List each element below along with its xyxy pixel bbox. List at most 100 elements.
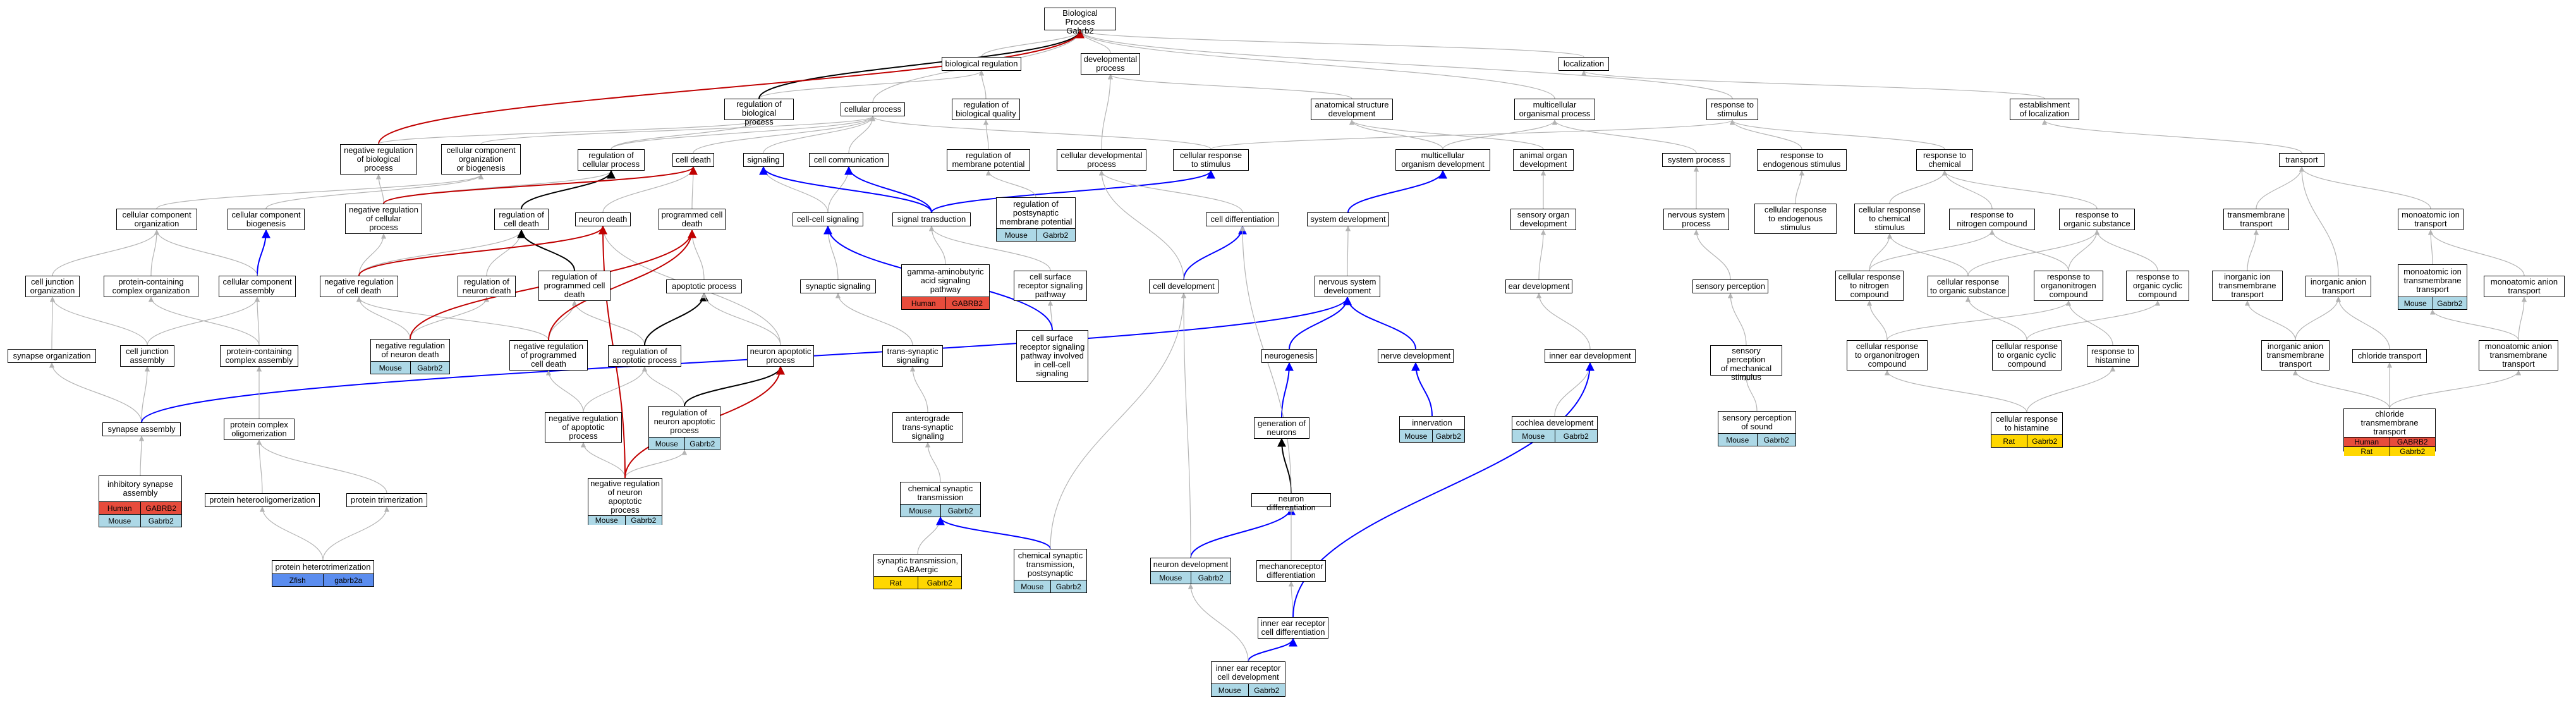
node-cellular-response-to-nitrogen-compound[interactable]: cellular response to nitrogen compound — [1835, 271, 1904, 301]
node-cellular-response-to-chemical-stimulus[interactable]: cellular response to chemical stimulus — [1854, 204, 1925, 234]
node-cell-surface-receptor-signaling-pathway-cell-cell[interactable]: cell surface receptor signaling pathway … — [1016, 330, 1088, 382]
node-regulation-of-biological-quality[interactable]: regulation of biological quality — [952, 99, 1020, 120]
node-signal-transduction[interactable]: signal transduction — [892, 212, 971, 226]
node-cell-development[interactable]: cell development — [1149, 279, 1218, 293]
node-programmed-cell-death[interactable]: programmed cell death — [659, 209, 726, 230]
node-inner-ear-receptor-cell-differentiation[interactable]: inner ear receptor cell differentiation — [1258, 617, 1328, 639]
node-generation-of-neurons[interactable]: generation of neurons — [1254, 417, 1309, 439]
node-ear-development[interactable]: ear development — [1505, 279, 1572, 293]
node-cellular-response-to-stimulus[interactable]: cellular response to stimulus — [1173, 149, 1249, 171]
node-response-to-stimulus[interactable]: response to stimulus — [1706, 99, 1758, 120]
node-transport[interactable]: transport — [2279, 153, 2324, 167]
node-regulation-of-programmed-cell-death[interactable]: regulation of programmed cell death — [538, 271, 611, 301]
node-cell-cell-signaling[interactable]: cell-cell signaling — [793, 212, 863, 226]
node-cellular-component-assembly[interactable]: cellular component assembly — [219, 276, 296, 297]
node-neuron-apoptotic-process[interactable]: neuron apoptotic process — [747, 345, 814, 367]
node-inner-ear-development[interactable]: inner ear development — [1545, 349, 1636, 363]
node-cellular-response-to-endogenous-stimulus[interactable]: cellular response to endogenous stimulus — [1754, 204, 1837, 234]
node-cell-junction-organization[interactable]: cell junction organization — [25, 276, 80, 297]
node-response-to-chemical[interactable]: response to chemical — [1916, 149, 1973, 171]
node-cellular-response-to-organonitrogen-compound[interactable]: cellular response to organonitrogen comp… — [1847, 340, 1928, 371]
node-developmental-process[interactable]: developmental process — [1081, 53, 1140, 75]
node-cellular-component-biogenesis[interactable]: cellular component biogenesis — [228, 209, 305, 230]
node-response-to-nitrogen-compound[interactable]: response to nitrogen compound — [1949, 209, 2035, 230]
node-apoptotic-process[interactable]: apoptotic process — [666, 279, 742, 293]
node-establishment-of-localization[interactable]: establishment of localization — [2010, 99, 2079, 120]
node-regulation-of-apoptotic-process[interactable]: regulation of apoptotic process — [608, 345, 681, 367]
node-protein-trimerization[interactable]: protein trimerization — [346, 493, 427, 507]
node-response-to-endogenous-stimulus[interactable]: response to endogenous stimulus — [1757, 149, 1847, 171]
node-gamma-aminobutyric-acid-signaling-pathway[interactable]: gamma-aminobutyric acid signaling pathwa… — [901, 264, 990, 310]
node-monoatomic-ion-transport[interactable]: monoatomic ion transport — [2398, 209, 2464, 230]
node-synapse-organization[interactable]: synapse organization — [8, 349, 96, 363]
node-regulation-of-cellular-process[interactable]: regulation of cellular process — [578, 149, 645, 171]
node-cellular-response-to-organic-substance[interactable]: cellular response to organic substance — [1928, 276, 2008, 297]
node-system-process[interactable]: system process — [1662, 153, 1730, 167]
node-cellular-component-organization-or-biogenesis[interactable]: cellular component organization or bioge… — [441, 144, 521, 175]
node-inorganic-anion-transmembrane-transport[interactable]: inorganic anion transmembrane transport — [2261, 340, 2330, 371]
node-neurogenesis[interactable]: neurogenesis — [1261, 349, 1317, 363]
node-anatomical-structure-development[interactable]: anatomical structure development — [1311, 99, 1393, 120]
node-biological-regulation[interactable]: biological regulation — [942, 57, 1021, 71]
node-localization[interactable]: localization — [1558, 57, 1609, 71]
node-sensory-organ-development[interactable]: sensory organ development — [1510, 209, 1576, 230]
node-protein-heterooligomerization[interactable]: protein heterooligomerization — [205, 493, 320, 507]
node-monoatomic-anion-transport[interactable]: monoatomic anion transport — [2484, 276, 2565, 297]
node-cellular-response-to-organic-cyclic-compound[interactable]: cellular response to organic cyclic comp… — [1992, 340, 2062, 371]
node-inorganic-anion-transport[interactable]: inorganic anion transport — [2306, 276, 2371, 297]
node-mechanoreceptor-differentiation[interactable]: mechanoreceptor differentiation — [1256, 560, 1326, 582]
node-regulation-of-postsynaptic-membrane-potential[interactable]: regulation of postsynaptic membrane pote… — [996, 197, 1076, 242]
node-multicellular-organism-development[interactable]: multicellular organism development — [1395, 149, 1490, 171]
node-synaptic-signaling[interactable]: synaptic signaling — [800, 279, 876, 293]
node-cell-junction-assembly[interactable]: cell junction assembly — [120, 345, 174, 367]
node-nerve-development[interactable]: nerve development — [1378, 349, 1454, 363]
node-cell-death[interactable]: cell death — [672, 153, 714, 167]
node-negative-regulation-of-neuron-apoptotic-process[interactable]: negative regulation of neuron apoptotic … — [588, 478, 662, 525]
node-protein-containing-complex-organization[interactable]: protein-containing complex organization — [104, 276, 198, 297]
node-protein-containing-complex-assembly[interactable]: protein-containing complex assembly — [220, 345, 298, 367]
node-negative-regulation-of-apoptotic-process[interactable]: negative regulation of apoptotic process — [545, 412, 622, 443]
node-regulation-of-biological-process[interactable]: regulation of biological process — [724, 99, 794, 126]
node-chemical-synaptic-transmission-postsynaptic[interactable]: chemical synaptic transmission, postsyna… — [1014, 549, 1087, 593]
node-chloride-transport[interactable]: chloride transport — [2352, 349, 2427, 363]
node-response-to-organic-cyclic-compound[interactable]: response to organic cyclic compound — [2126, 271, 2189, 301]
node-cellular-component-organization[interactable]: cellular component organization — [116, 209, 197, 230]
node-response-to-organic-substance[interactable]: response to organic substance — [2059, 209, 2135, 230]
node-negative-regulation-of-programmed-cell-death[interactable]: negative regulation of programmed cell d… — [509, 340, 588, 371]
node-cell-differentiation[interactable]: cell differentiation — [1206, 212, 1279, 226]
node-cell-surface-receptor-signaling-pathway[interactable]: cell surface receptor signaling pathway — [1014, 271, 1087, 301]
node-nervous-system-process[interactable]: nervous system process — [1663, 209, 1729, 230]
node-regulation-of-cell-death[interactable]: regulation of cell death — [494, 209, 549, 230]
node-multicellular-organismal-process[interactable]: multicellular organismal process — [1514, 99, 1595, 120]
node-inorganic-ion-transmembrane-transport[interactable]: inorganic ion transmembrane transport — [2212, 271, 2283, 301]
node-negative-regulation-of-biological-process[interactable]: negative regulation of biological proces… — [340, 144, 417, 175]
node-cell-communication[interactable]: cell communication — [809, 153, 889, 167]
node-anterograde-trans-synaptic-signaling[interactable]: anterograde trans-synaptic signaling — [892, 412, 963, 443]
node-negative-regulation-of-cell-death[interactable]: negative regulation of cell death — [320, 276, 398, 297]
node-nervous-system-development[interactable]: nervous system development — [1315, 276, 1380, 297]
node-negative-regulation-of-cellular-process[interactable]: negative regulation of cellular process — [345, 204, 422, 234]
node-neuron-death[interactable]: neuron death — [575, 212, 631, 226]
node-transmembrane-transport[interactable]: transmembrane transport — [2223, 209, 2289, 230]
node-biological-process[interactable]: Biological Process Gabrb2 — [1044, 8, 1116, 35]
node-animal-organ-development[interactable]: animal organ development — [1513, 149, 1574, 171]
node-neuron-differentiation[interactable]: neuron differentiation — [1251, 493, 1331, 512]
node-regulation-of-neuron-death[interactable]: regulation of neuron death — [458, 276, 516, 297]
node-response-to-organonitrogen-compound[interactable]: response to organonitrogen compound — [2034, 271, 2103, 301]
node-trans-synaptic-signaling[interactable]: trans-synaptic signaling — [882, 345, 943, 367]
node-system-development[interactable]: system development — [1307, 212, 1389, 226]
node-signaling[interactable]: signaling — [743, 153, 784, 167]
node-sensory-perception-of-mechanical-stimulus[interactable]: sensory perception of mechanical stimulu… — [1710, 345, 1782, 382]
node-protein-complex-oligomerization[interactable]: protein complex oligomerization — [224, 419, 295, 440]
